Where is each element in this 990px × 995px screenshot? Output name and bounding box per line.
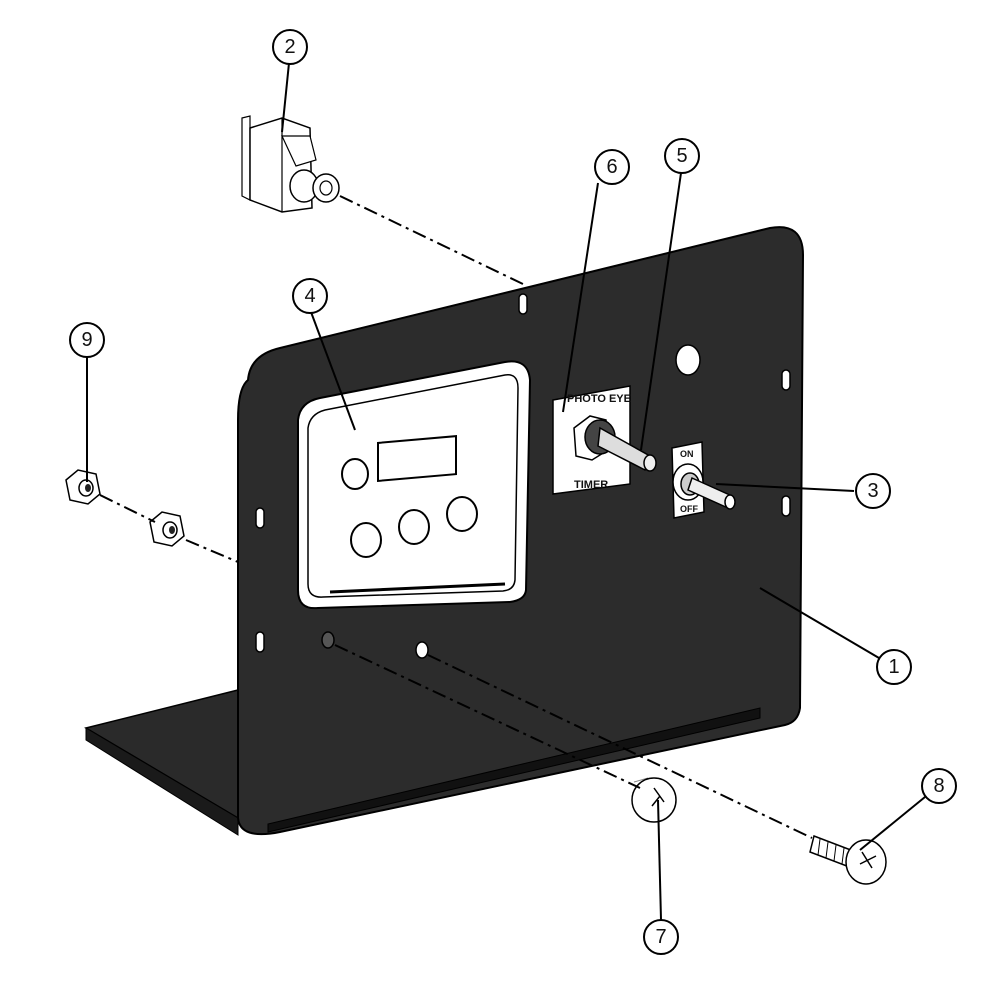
hex-nut <box>65 469 101 505</box>
callout-9: 9 <box>69 322 105 358</box>
module-button <box>341 458 369 490</box>
on-off-toggle-switch: ON OFF <box>671 441 736 519</box>
mounting-slot <box>781 369 791 391</box>
callout-label: 9 <box>81 329 92 351</box>
selector-label-bottom: TIMER <box>574 479 608 491</box>
mounting-slot <box>255 507 265 529</box>
panel-base-flange-edge <box>85 727 239 836</box>
callout-label: 6 <box>606 156 617 178</box>
toggle-label-off: OFF <box>680 504 698 514</box>
module-button <box>350 522 382 558</box>
screw-hole <box>321 631 335 649</box>
panel-hole <box>675 344 701 376</box>
callout-8: 8 <box>921 768 957 804</box>
callout-6: 6 <box>594 149 630 185</box>
leader-line <box>86 62 926 921</box>
callout-7: 7 <box>643 919 679 955</box>
callout-3: 3 <box>855 473 891 509</box>
mounting-slot <box>518 293 528 315</box>
callout-label: 3 <box>867 480 878 502</box>
panel-bottom-edge <box>267 707 761 833</box>
callout-label: 4 <box>304 285 315 307</box>
selector-label-top: PHOTO EYE <box>567 393 631 405</box>
callout-label: 7 <box>655 926 666 948</box>
callout-label: 1 <box>888 656 899 678</box>
timer-display-module <box>297 360 532 610</box>
callout-1: 1 <box>876 649 912 685</box>
callout-5: 5 <box>664 138 700 174</box>
selector-switch-plate: PHOTO EYE TIMER <box>552 385 657 495</box>
callout-label: 8 <box>933 775 944 797</box>
screw-hole <box>415 641 429 659</box>
callout-label: 2 <box>284 36 295 58</box>
module-button <box>446 496 478 532</box>
assembly-line <box>99 195 813 839</box>
hex-nut <box>149 511 185 547</box>
mounting-slot <box>255 631 265 653</box>
callout-label: 5 <box>676 145 687 167</box>
callout-4: 4 <box>292 278 328 314</box>
circuit-breaker <box>241 115 340 213</box>
lcd-display <box>377 435 457 483</box>
screw-head <box>631 777 677 823</box>
toggle-label-on: ON <box>680 449 694 459</box>
machine-screw <box>809 834 887 885</box>
selector-toggle-lever <box>597 426 651 472</box>
callout-2: 2 <box>272 29 308 65</box>
module-button <box>398 509 430 545</box>
mounting-slot <box>781 495 791 517</box>
